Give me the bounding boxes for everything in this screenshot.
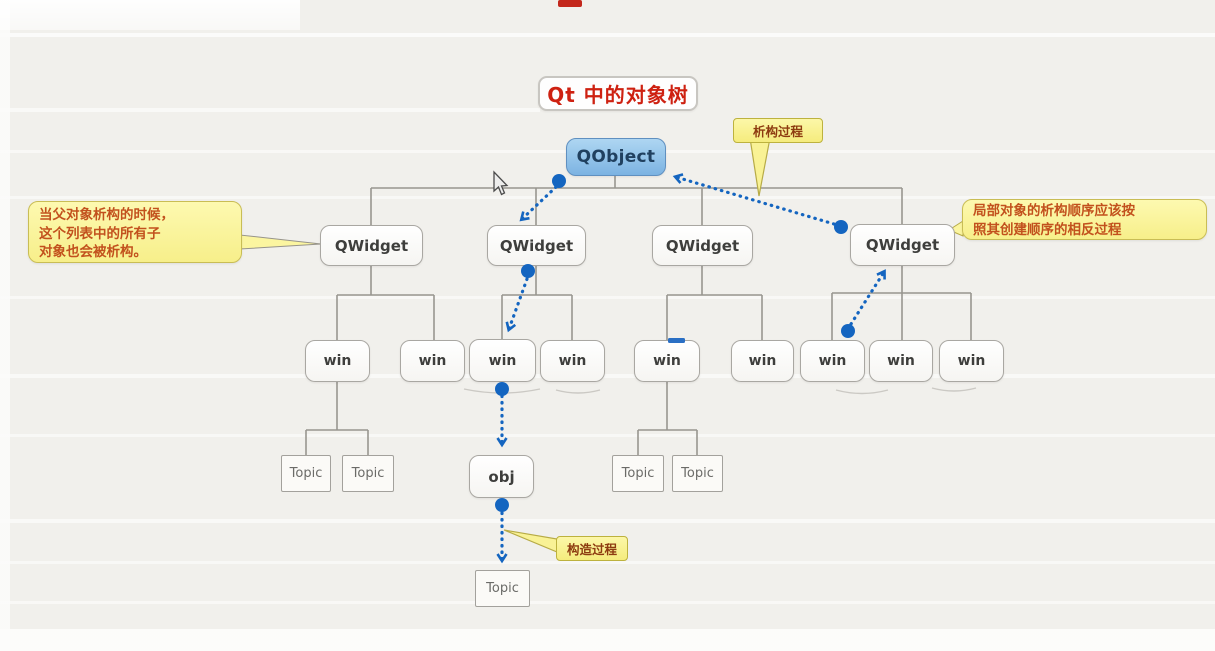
node-topic-3: Topic — [612, 455, 664, 492]
node-qwidget-4: QWidget — [850, 224, 955, 266]
node-qwidget-2: QWidget — [487, 225, 586, 266]
red-artifact — [558, 0, 582, 7]
callout-right-line-2: 照其创建顺序的相反过程 — [973, 221, 1122, 238]
node-win-4: win — [540, 340, 605, 382]
callout-right-line-1: 局部对象的析构顺序应该按 — [973, 203, 1135, 219]
connection-dot-win3 — [495, 382, 509, 396]
callout-left-line-2: 这个列表中的所有子 — [39, 225, 161, 242]
connection-dot-qwidget4 — [834, 220, 848, 234]
node-win-7: win — [800, 340, 865, 382]
label-destruct-process: 析构过程 — [733, 118, 823, 143]
mouse-cursor — [493, 170, 509, 196]
node-qobject: QObject — [566, 138, 666, 176]
left-callout-pointer — [239, 234, 322, 250]
arrow-qwidget2-to-win3 — [505, 277, 529, 333]
label-construct-process: 构造过程 — [556, 536, 628, 561]
connection-dot-obj — [495, 498, 509, 512]
destruct-callout-tail — [749, 137, 771, 197]
connection-dot-win7 — [841, 324, 855, 338]
arrow-win7-to-qwidget4 — [849, 269, 886, 326]
node-topic-5: Topic — [475, 570, 530, 607]
node-qwidget-3: QWidget — [652, 225, 753, 266]
construct-callout-tail — [503, 529, 558, 553]
node-win-2: win — [400, 340, 465, 382]
node-win-1: win — [305, 340, 370, 382]
callout-right: 局部对象的析构顺序应该按 照其创建顺序的相反过程 — [962, 199, 1207, 240]
callout-left: 当父对象析构的时候， 这个列表中的所有子 对象也会被析构。 — [28, 201, 242, 263]
connector-lines — [305, 176, 972, 455]
node-win-6: win — [731, 340, 794, 382]
arrow-qobject-to-qwidget2 — [519, 185, 558, 222]
node-qwidget-1: QWidget — [320, 225, 423, 266]
node-win-8: win — [869, 340, 933, 382]
callout-left-line-1: 当父对象析构的时候， — [39, 207, 174, 223]
arrow-qwidget4-to-qobject — [672, 173, 836, 226]
connection-dot-qwidget2 — [521, 264, 535, 278]
node-obj: obj — [469, 455, 534, 498]
node-topic-1: Topic — [281, 455, 331, 492]
node-topic-4: Topic — [672, 455, 723, 492]
node-win-5: win — [634, 340, 700, 382]
page-title: Qt 中的对象树 — [538, 76, 698, 111]
connection-dot-qobject — [552, 174, 566, 188]
faint-arcs — [463, 387, 977, 395]
callout-left-line-3: 对象也会被析构。 — [39, 244, 147, 261]
node-win-9: win — [939, 340, 1004, 382]
node-win-3: win — [469, 339, 536, 382]
node-topic-2: Topic — [342, 455, 394, 492]
